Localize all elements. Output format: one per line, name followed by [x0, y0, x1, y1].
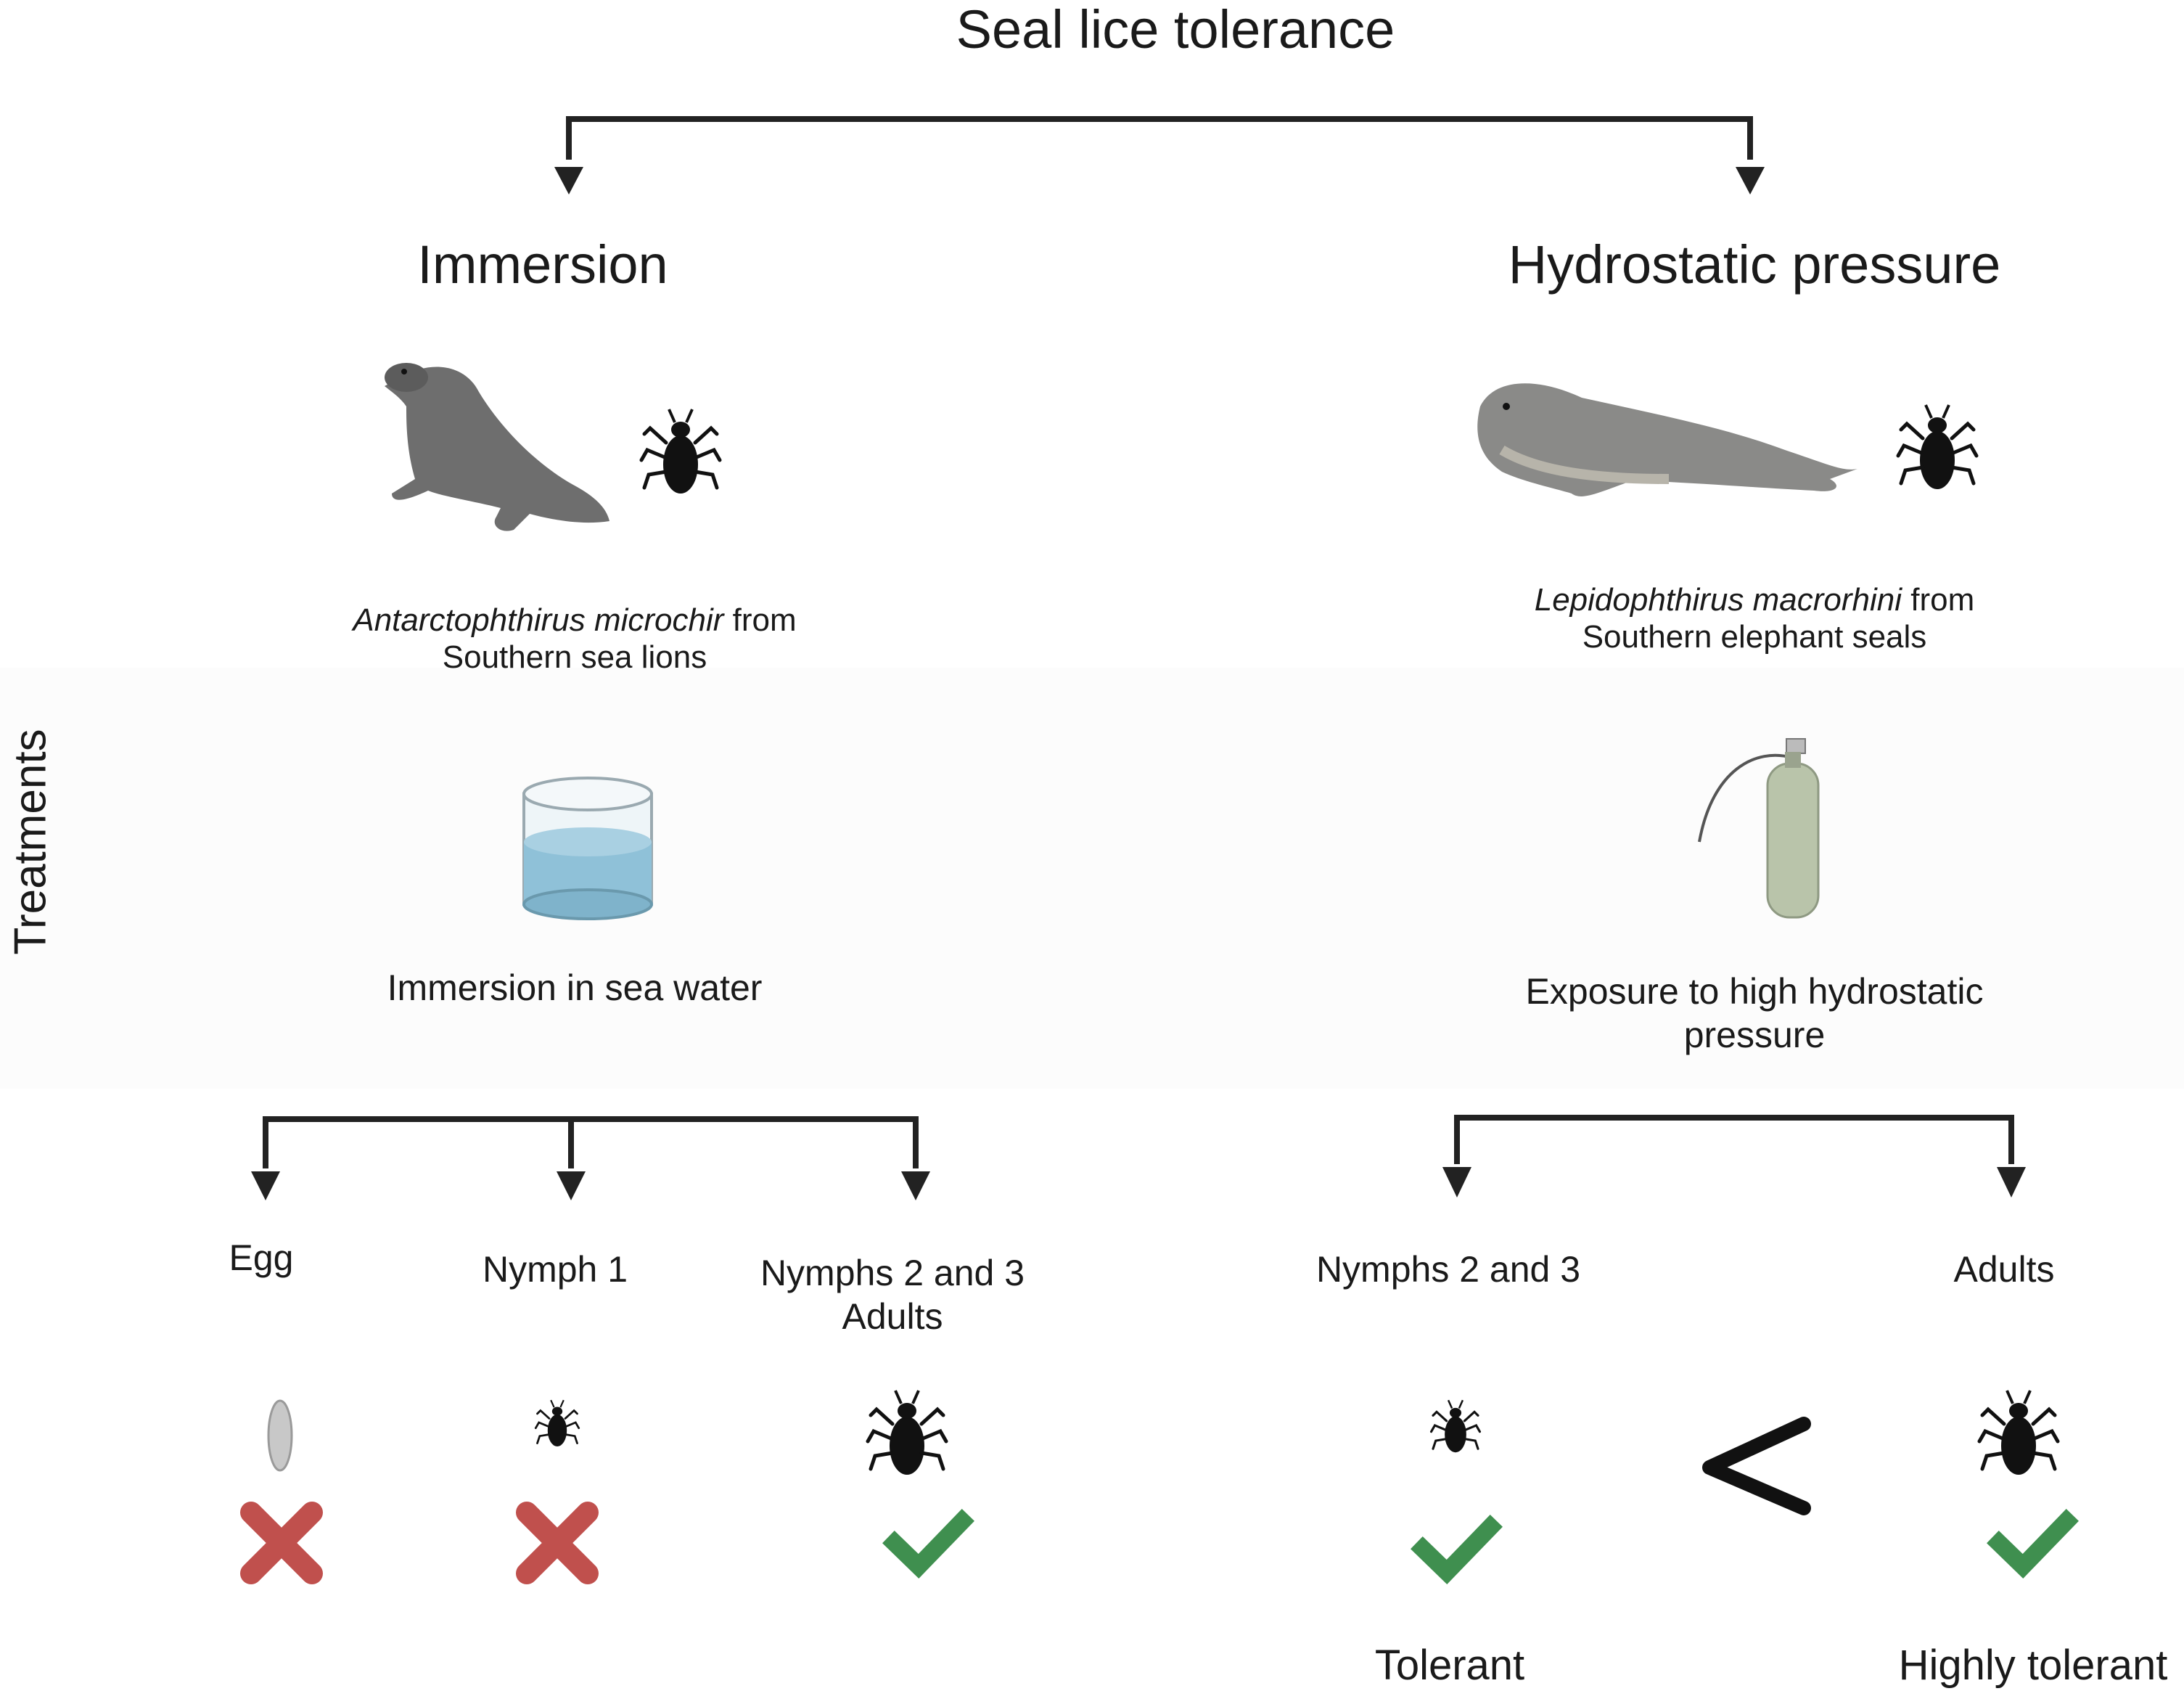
louse-icon-right-header — [1898, 405, 1976, 489]
treatment-label-pressure-line2: pressure — [1683, 1015, 1826, 1055]
immersion-branch-arrow — [263, 1116, 919, 1168]
louse-large-icon-right — [1979, 1391, 2058, 1475]
species-from-left: from — [723, 602, 797, 638]
treatments-row-label: Treatments — [5, 729, 56, 955]
louse-large-icon-left — [868, 1391, 946, 1475]
egg-icon — [267, 1399, 293, 1472]
outcome-highly-tolerant: Highly tolerant — [1898, 1642, 2168, 1689]
stage-label-adults-right: Adults — [1953, 1249, 2055, 1290]
heading-immersion: Immersion — [417, 234, 668, 295]
species-name-left: Antarctophthirus microchir — [353, 602, 724, 638]
stage-label-nymphs-left: Nymphs 2 and 3 — [760, 1253, 1025, 1293]
species-name-right: Lepidophthirus macrorhini — [1534, 582, 1902, 618]
stage-label-nymph1: Nymph 1 — [482, 1249, 628, 1290]
treatment-label-pressure-line1: Exposure to high hydrostatic — [1525, 971, 1984, 1012]
stage-label-egg: Egg — [229, 1237, 294, 1278]
check-icon-nymphs-adults-left — [895, 1521, 962, 1566]
diagram-title: Seal lice tolerance — [956, 0, 1395, 60]
check-icon-tolerant — [1423, 1527, 1490, 1572]
stage-label-nymphs-right: Nymphs 2 and 3 — [1315, 1249, 1581, 1290]
cross-icon-egg — [251, 1512, 312, 1573]
host-name-right: Southern elephant seals — [1582, 618, 1927, 655]
gas-cylinder-icon — [1698, 738, 1820, 919]
arrowhead-pressure — [1736, 167, 1765, 195]
arrowhead-immersion — [554, 167, 583, 195]
stage-label-nymphs-adults-left: Nymphs 2 and 3 Adults — [760, 1251, 1025, 1338]
arrowhead-nymphs-adults-left — [901, 1171, 930, 1200]
treatments-band — [0, 668, 2184, 1089]
species-caption-right: Lepidophthirus macrorhini from Southern … — [1535, 582, 1975, 655]
arrowhead-egg — [251, 1171, 280, 1200]
check-icon-highly-tolerant — [1999, 1521, 2066, 1566]
heading-hydrostatic-pressure: Hydrostatic pressure — [1508, 234, 2001, 295]
host-name-left: Southern sea lions — [442, 639, 707, 675]
species-caption-left: Antarctophthirus microchir from Southern… — [353, 602, 796, 676]
arrowhead-adults-right — [1997, 1167, 2026, 1198]
treatment-label-pressure: Exposure to high hydrostatic pressure — [1526, 970, 1984, 1057]
arrowhead-nymphs-right — [1442, 1167, 1471, 1198]
louse-small-icon-right — [1429, 1399, 1482, 1454]
outcome-tolerant: Tolerant — [1374, 1642, 1525, 1689]
cross-icon-nymph1 — [527, 1512, 588, 1573]
sea-lion-icon — [385, 363, 609, 531]
species-from-right: from — [1902, 582, 1975, 618]
treatment-label-immersion: Immersion in sea water — [387, 967, 763, 1008]
less-than-icon — [1702, 1417, 1811, 1515]
louse-small-icon-nymph1 — [534, 1399, 580, 1448]
water-beaker-icon — [522, 777, 653, 920]
elephant-seal-icon — [1477, 383, 1857, 496]
arrowhead-nymph1 — [557, 1171, 586, 1200]
stage-label-adults-left: Adults — [842, 1296, 943, 1337]
pressure-branch-arrow — [1454, 1115, 2014, 1164]
top-branch-arrow — [566, 116, 1753, 160]
louse-icon-left-header — [641, 409, 720, 494]
